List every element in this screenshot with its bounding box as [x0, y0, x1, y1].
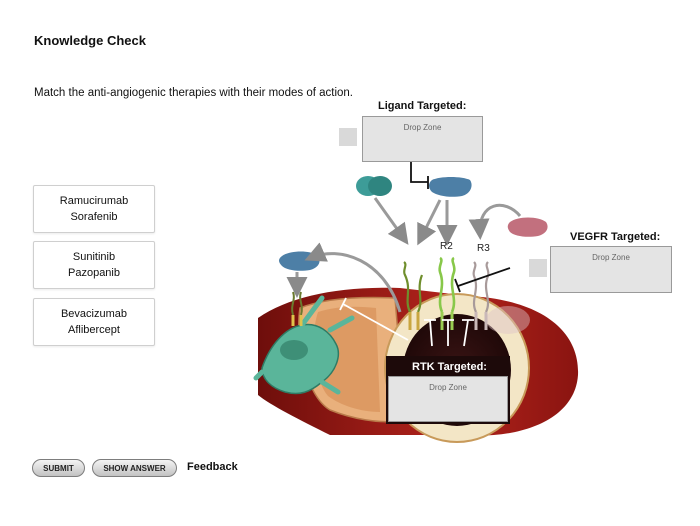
drag-item-sunitinib-pazopanib[interactable]: Sunitinib Pazopanib [33, 241, 155, 289]
page-title: Knowledge Check [34, 33, 146, 48]
drag-item-ramucirumab-sorafenib[interactable]: Ramucirumab Sorafenib [33, 185, 155, 233]
drag-item-line: Ramucirumab [59, 195, 129, 207]
drag-item-bevacizumab-aflibercept[interactable]: Bevacizumab Aflibercept [33, 298, 155, 346]
rtk-targeted-heading: RTK Targeted: [412, 361, 487, 373]
ligand-protein-icon [429, 177, 472, 197]
vegfr-placeholder-square [529, 259, 547, 277]
drag-item-line: Aflibercept [68, 324, 120, 336]
feedback-label: Feedback [187, 461, 238, 473]
ligand-placeholder-square [339, 128, 357, 146]
ligand-drop-zone[interactable]: Drop Zone [362, 116, 483, 162]
drag-item-line: Sunitinib [72, 251, 116, 263]
vegfr-drop-zone[interactable]: Drop Zone [550, 246, 672, 293]
drag-item-line: Sorafenib [70, 211, 118, 223]
ligand-protein-icon [279, 251, 320, 271]
ligand-protein-icon [507, 217, 548, 237]
drag-item-line: Bevacizumab [60, 308, 128, 320]
submit-button[interactable]: SUBMIT [32, 459, 85, 477]
ligand-targeted-heading: Ligand Targeted: [378, 100, 467, 112]
vegfr-targeted-heading: VEGFR Targeted: [570, 231, 661, 243]
endothelial-cell-icon [253, 295, 355, 395]
show-answer-button[interactable]: SHOW ANSWER [92, 459, 177, 477]
drag-item-line: Pazopanib [68, 267, 120, 279]
vegf-dimer-icon [356, 176, 392, 196]
receptor-label-r2: R2 [440, 241, 453, 252]
receptor-label-r3: R3 [477, 243, 490, 254]
rtk-drop-zone[interactable]: Drop Zone [388, 376, 508, 422]
instructions: Match the anti-angiogenic therapies with… [34, 87, 353, 99]
